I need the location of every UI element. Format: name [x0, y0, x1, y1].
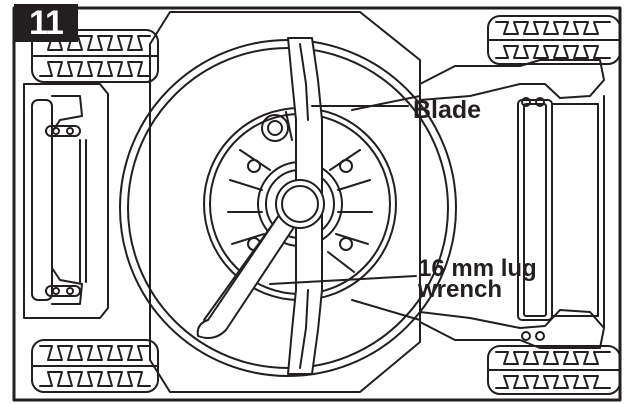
front-right-wheel: [31, 339, 159, 393]
lug-wrench-callout-line-1: 16 mm lug: [418, 255, 537, 282]
lug-wrench-callout-line-2: wrench: [418, 276, 503, 303]
rear-right-wheel: [487, 345, 621, 395]
figure-frame: [12, 6, 622, 402]
blade-callout-label: Blade: [413, 96, 482, 124]
lug-wrench-callout-label: 16 mm lug wrench: [418, 255, 537, 303]
front-bumper-assembly: [23, 83, 109, 319]
lug-wrench: [196, 179, 325, 339]
rear-left-wheel: [487, 15, 621, 65]
rear-axle-assembly: [351, 59, 605, 349]
wrench-leader-line: [269, 275, 417, 285]
front-left-wheel: [31, 29, 159, 83]
step-number-badge: 11: [14, 4, 78, 42]
